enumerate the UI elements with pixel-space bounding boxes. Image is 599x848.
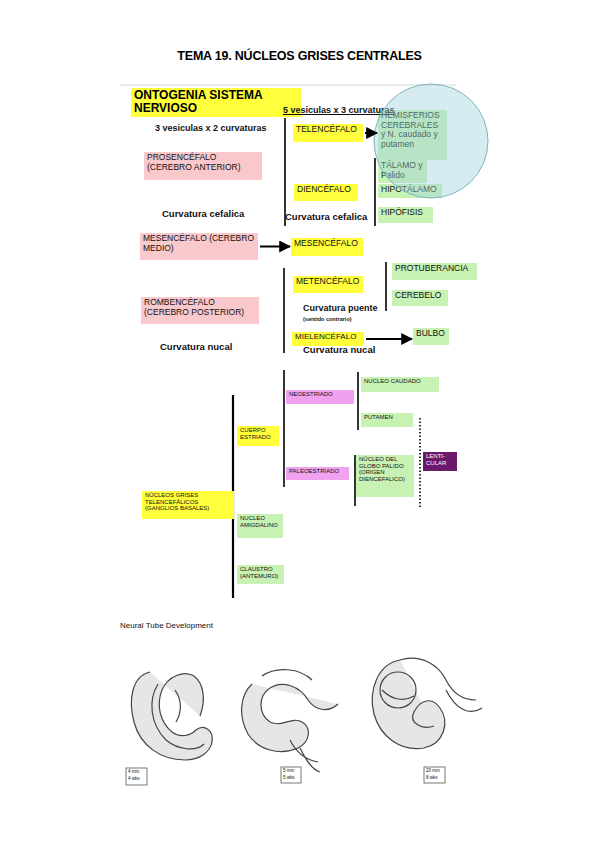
- result-box: HIPOTÁLAMO: [378, 184, 442, 198]
- box-text: MESENCÉFALO (CEREBRO MEDIO): [143, 234, 255, 253]
- annotation-label: Curvatura cefalica: [285, 212, 367, 222]
- bracket: [283, 268, 285, 353]
- nucleus-box: PUTAMEN: [361, 413, 413, 427]
- embryo-detail: [380, 672, 416, 708]
- vesicle-box: PROSENCÉFALO (CEREBRO ANTERIOR): [144, 152, 262, 180]
- box-text: CUERPO ESTRIADO: [240, 427, 276, 440]
- box-text: LENTI- CULAR: [426, 453, 454, 466]
- box-text: BULBO: [416, 329, 446, 339]
- bracket: [283, 370, 285, 487]
- annotation-label: Curvatura puente: [303, 304, 378, 314]
- embryo-sketch: [242, 684, 338, 752]
- box-text: HEMISFERIOS CEREBRALES y N. caudado y pu…: [381, 111, 444, 149]
- box-text: MESENCÉFALO: [294, 239, 360, 249]
- embryo-detail: [290, 740, 320, 772]
- annotation-label: 5 vesiculas x 3 curvaturas: [283, 106, 395, 116]
- embryo-detail: [152, 684, 204, 749]
- scale-box: [424, 767, 445, 783]
- box-text: PUTAMEN: [364, 414, 410, 421]
- box-text: PALEOESTRIADO: [289, 468, 346, 475]
- lenticular-box: LENTI- CULAR: [423, 452, 457, 471]
- arrow-connector: [260, 246, 290, 248]
- embryo-detail: [262, 670, 312, 680]
- nucleus-box: CLAUSTRO (ANTEMURO): [237, 565, 284, 584]
- result-box: HEMISFERIOS CEREBRALES y N. caudado y pu…: [378, 110, 447, 160]
- nucleus-box: NUCLEO AMIGDALINO: [237, 514, 283, 538]
- box-text: DIENCÉFALO: [297, 185, 355, 195]
- box-text: TELENCÉFALO: [296, 125, 360, 135]
- box-text: NEOESTRIADO: [289, 391, 351, 398]
- embryo-detail: [400, 658, 476, 700]
- annotation-label: 5 wks: [283, 776, 295, 781]
- embryo-detail: [175, 690, 180, 722]
- result-box: TÁLAMO y Palido: [378, 160, 427, 183]
- stage-box: DIENCÉFALO: [294, 184, 358, 201]
- box-text: ROMBENCÉFALO (CEREBRO POSTERIOR): [144, 298, 256, 317]
- annotation-label: 8 wks: [426, 776, 438, 781]
- box-text: NÚCLEO DEL GLOBO PALIDO (ORIGEN DIENCEFA…: [359, 456, 411, 483]
- rule-line: [120, 85, 456, 86]
- stage-box: METENCÉFALO: [293, 276, 363, 293]
- box-text: MIELENCÉFALO: [295, 333, 361, 342]
- box-text: PROSENCÉFALO (CEREBRO ANTERIOR): [147, 153, 259, 172]
- box-text: HIPOTÁLAMO: [381, 185, 439, 195]
- stage-box: MIELENCÉFALO: [292, 332, 364, 346]
- bracket: [357, 372, 359, 430]
- embryo-illustration: [131, 658, 482, 772]
- striatum-box: PALEOESTRIADO: [286, 467, 349, 480]
- annotation-label: Curvatura cefalica: [162, 209, 244, 219]
- page-title: TEMA 19. NÚCLEOS GRISES CENTRALES: [0, 49, 599, 63]
- result-box: HIPÓFISIS: [378, 207, 433, 223]
- nucleus-box: NÚCLEO DEL GLOBO PALIDO (ORIGEN DIENCEFA…: [356, 455, 414, 497]
- nucleus-box: NUCLEO CAUDADO: [361, 377, 439, 392]
- vesicle-box: MESENCÉFALO (CEREBRO MEDIO): [140, 233, 258, 260]
- group-box: CUERPO ESTRIADO: [237, 426, 279, 446]
- heading-band: ONTOGENIA SISTEMA NERVIOSO: [131, 88, 301, 117]
- scale-boxes: [126, 767, 445, 785]
- box-text: PROTUBERANCIA: [395, 264, 474, 274]
- box-text: TÁLAMO y Palido: [381, 161, 424, 180]
- annotation-label: 4 mm: [128, 770, 139, 775]
- annotation-label: Neural Tube Development: [120, 622, 213, 631]
- dotted-bracket: [419, 418, 421, 507]
- bracket: [374, 158, 376, 226]
- arrow-connector: [365, 132, 377, 134]
- stage-box: TELENCÉFALO: [293, 124, 363, 142]
- vesicle-box: ROMBENCÉFALO (CEREBRO POSTERIOR): [141, 297, 259, 324]
- arrow-connector: [366, 338, 412, 340]
- annotation-label: (sentido contrario): [303, 316, 352, 322]
- tree-brackets: [233, 118, 386, 598]
- box-text: NÚCLEOS GRISES TELENCEFÁLICOS (GANGLIOS …: [145, 492, 231, 512]
- annotation-label: 20 mm: [426, 769, 440, 774]
- box-text: CLAUSTRO (ANTEMURO): [240, 566, 281, 579]
- box-text: ONTOGENIA SISTEMA NERVIOSO: [134, 89, 298, 116]
- annotation-label: 3 vesiculas x 2 curvaturas: [155, 124, 267, 134]
- scale-box: [126, 768, 147, 785]
- annotation-label: Curvatura nucal: [303, 345, 375, 355]
- embryo-detail: [382, 690, 482, 711]
- bracket: [385, 262, 387, 311]
- box-text: CEREBELO: [395, 291, 445, 301]
- embryo-sketch: [131, 672, 212, 760]
- bracket: [284, 118, 286, 226]
- stage-box: MESENCÉFALO: [291, 238, 363, 256]
- box-text: NUCLEO AMIGDALINO: [240, 515, 280, 528]
- edge-group: [260, 133, 412, 339]
- annotation-label: 5 mm: [283, 769, 294, 774]
- box-text: NUCLEO CAUDADO: [364, 378, 436, 385]
- annotation-label: 4 wks: [128, 777, 140, 782]
- highlight-circle: [374, 84, 488, 198]
- result-box: PROTUBERANCIA: [392, 263, 477, 280]
- result-box: CEREBELO: [392, 290, 448, 306]
- striatum-box: NEOESTRIADO: [286, 390, 354, 404]
- embryo-sketch: [372, 660, 444, 749]
- scale-box: [281, 767, 301, 783]
- root-box: NÚCLEOS GRISES TELENCEFÁLICOS (GANGLIOS …: [142, 491, 234, 519]
- annotation-label: Curvatura nucal: [160, 342, 232, 352]
- result-box: BULBO: [413, 328, 449, 345]
- box-text: METENCÉFALO: [296, 277, 360, 287]
- box-text: HIPÓFISIS: [381, 208, 430, 218]
